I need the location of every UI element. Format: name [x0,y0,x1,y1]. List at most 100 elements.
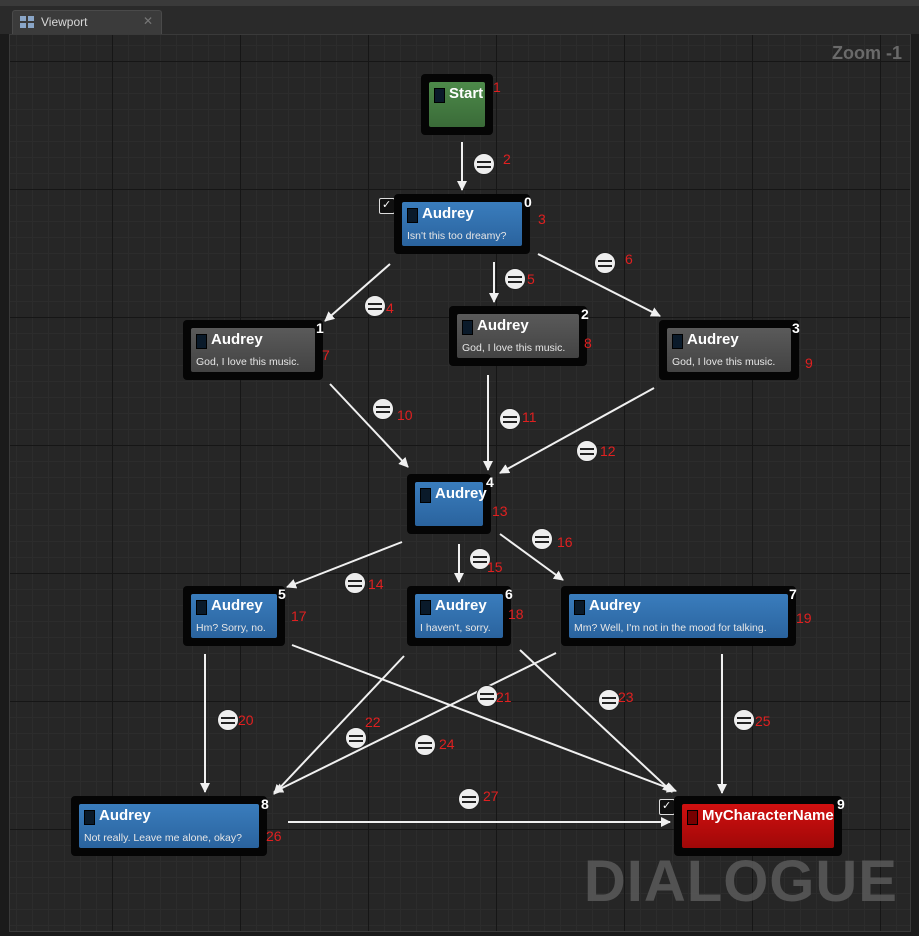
annotation-label: 6 [625,251,633,267]
annotation-label: 14 [368,576,384,592]
transition-icon[interactable] [372,398,394,420]
transition-icon[interactable] [458,788,480,810]
node-type-icon [672,334,683,349]
transition-icon[interactable] [576,440,598,462]
node-type-icon [574,600,585,615]
edge-n6-n8 [273,655,405,795]
node-index: 0 [524,194,532,210]
node-type-icon [420,600,431,615]
start-node[interactable]: Start [421,74,493,135]
annotation-label: 12 [600,443,616,459]
edge-n7-n8 [273,652,557,793]
node-index: 2 [581,306,589,322]
annotation-label: 8 [584,335,592,351]
node-text: God, I love this music. [196,356,300,368]
node-text: Isn't this too dreamy? [407,230,507,242]
transition-icon[interactable] [733,709,755,731]
annotation-label: 25 [755,713,771,729]
annotation-label: 23 [618,689,634,705]
annotation-label: 3 [538,211,546,227]
node-text: Hm? Sorry, no. [196,622,266,634]
node-title: Audrey [435,485,487,502]
node-text: I haven't, sorry. [420,622,491,634]
dialogue-node-6[interactable]: Audrey I haven't, sorry. 6 [407,586,513,646]
node-index: 4 [486,474,494,490]
transition-icon[interactable] [469,548,491,570]
edge-n4-n7 [499,533,564,581]
edge-n6-n9 [519,649,673,793]
annotation-label: 27 [483,788,499,804]
annotation-label: 10 [397,407,413,423]
annotation-label: 1 [493,79,501,95]
transition-icon[interactable] [476,685,498,707]
node-index: 3 [792,320,800,336]
edge-n5-n9 [291,644,677,793]
transition-icon[interactable] [364,295,386,317]
tab-bar: Viewport ✕ [0,0,919,34]
node-title: Audrey [687,331,739,348]
dialogue-node-4[interactable]: Audrey 4 [407,474,494,534]
node-title: Audrey [477,317,529,334]
node-type-icon [407,208,418,223]
transition-icon[interactable] [531,528,553,550]
transition-icon[interactable] [504,268,526,290]
node-title: Audrey [99,807,151,824]
node-type-icon [84,810,95,825]
graph-type-watermark: DIALOGUE [583,849,898,914]
transition-icon[interactable] [473,153,495,175]
node-index: 7 [789,586,797,602]
transition-icon[interactable] [594,252,616,274]
annotation-label: 11 [522,409,537,425]
annotation-label: 2 [503,151,511,167]
node-type-icon [687,810,698,825]
edge-n3-n4 [499,387,655,474]
annotation-label: 16 [557,534,573,550]
annotation-label: 13 [492,503,508,519]
node-text: Not really. Leave me alone, okay? [84,832,242,844]
transition-icon[interactable] [414,734,436,756]
node-index: 6 [505,586,513,602]
transition-icon[interactable] [598,689,620,711]
node-title: Audrey [589,597,641,614]
node-type-icon [434,88,445,103]
annotation-label: 9 [805,355,813,371]
close-icon[interactable]: ✕ [142,14,153,28]
annotation-label: 17 [291,608,307,624]
annotation-label: 7 [322,347,330,363]
node-body: Audrey I haven't, sorry. [415,594,503,638]
node-text: Mm? Well, I'm not in the mood for talkin… [574,622,767,634]
edge-n4-n5 [286,541,403,589]
node-index: 5 [278,586,286,602]
zoom-indicator: Zoom -1 [832,43,902,63]
transition-icon[interactable] [344,572,366,594]
node-index: 1 [316,320,324,336]
node-title: Audrey [435,597,487,614]
annotation-label: 5 [527,271,535,287]
top-strip [0,0,919,6]
annotation-label: 19 [796,610,812,626]
transition-icon[interactable] [217,709,239,731]
annotation-label: 15 [487,559,503,575]
node-type-icon [420,488,431,503]
transition-icon[interactable] [499,408,521,430]
calendar-check-icon [659,799,675,815]
transition-icon[interactable] [345,727,367,749]
node-body: Audrey [415,482,487,526]
end-node-9[interactable]: MyCharacterName 9 [674,796,845,856]
annotation-label: 24 [439,736,455,752]
node-index: 9 [837,796,845,812]
annotation-label: 18 [508,606,524,622]
tab-viewport[interactable]: Viewport ✕ [12,10,162,34]
